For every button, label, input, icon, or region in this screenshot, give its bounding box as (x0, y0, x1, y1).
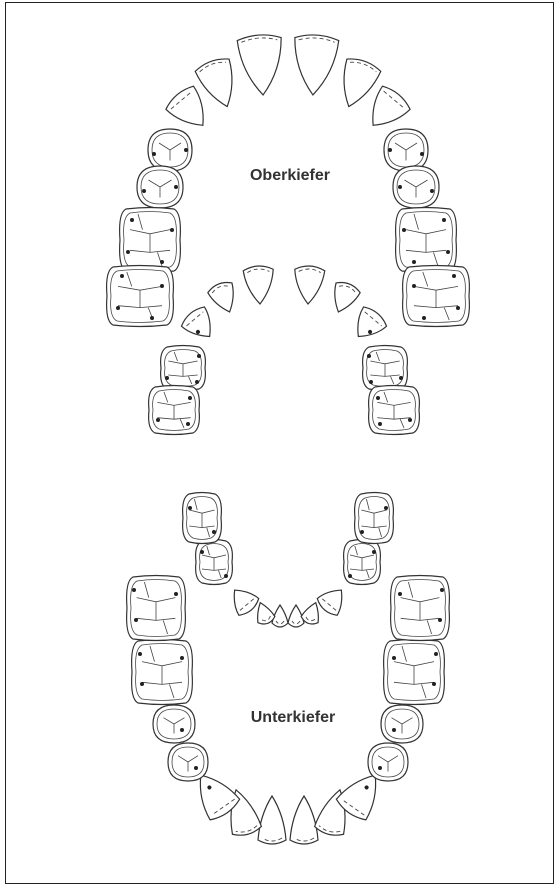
upper-jaw-label: Oberkiefer (250, 167, 330, 184)
lower-right-tooth (391, 576, 450, 641)
contact-dot (369, 380, 373, 384)
contact-dot (188, 396, 192, 400)
contact-dot (430, 189, 434, 193)
upper-right-tooth (291, 34, 339, 97)
upper-right-tooth (393, 166, 439, 208)
contact-dot (152, 152, 156, 156)
child-lower-left-tooth (196, 540, 233, 585)
contact-dot (412, 284, 416, 288)
upper-left-tooth (137, 166, 183, 208)
child-upper-left-tooth (179, 304, 221, 346)
contact-dot (434, 652, 438, 656)
contact-dot (440, 588, 444, 592)
contact-dot (197, 354, 201, 358)
child-lower-right-tooth (344, 540, 381, 585)
contact-dot (150, 316, 154, 320)
lower-left-tooth (168, 743, 208, 781)
contact-dot (456, 306, 460, 310)
contact-dot (442, 218, 446, 222)
contact-dot (452, 274, 456, 278)
child-upper-left-tooth (149, 386, 200, 435)
child-upper-left-tooth (161, 346, 206, 391)
contact-dot (134, 618, 138, 622)
contact-dot (420, 152, 424, 156)
child-upper-right-tooth (293, 265, 325, 305)
upper-left-tooth (237, 34, 285, 97)
contact-dot (174, 185, 178, 189)
lower-left-tooth (127, 576, 186, 641)
contact-dot (184, 148, 188, 152)
lower-left-tooth (132, 640, 193, 705)
contact-dot (422, 316, 426, 320)
lower-right-tooth (384, 640, 445, 705)
contact-dot (360, 530, 364, 534)
child-upper-left-tooth (243, 265, 275, 305)
contact-dot (160, 260, 164, 264)
contact-dot (140, 682, 144, 686)
contact-dot (372, 550, 376, 554)
lower-left-tooth (258, 796, 286, 844)
contact-dot (126, 250, 130, 254)
upper-right-tooth (396, 208, 457, 273)
contact-dot (398, 185, 402, 189)
contact-dot (378, 766, 382, 770)
contact-dot (116, 306, 120, 310)
child-upper-right-tooth (347, 304, 389, 346)
contact-dot (180, 656, 184, 660)
contact-dot (367, 354, 371, 358)
contact-dot (392, 728, 396, 732)
contact-dot (412, 260, 416, 264)
contact-dot (194, 766, 198, 770)
child-lower-right-tooth (315, 582, 352, 619)
lower-right-tooth (290, 796, 318, 844)
child-lower-left-tooth (183, 493, 222, 544)
child-upper-right-tooth (369, 386, 420, 435)
upper-left-tooth (120, 208, 181, 273)
upper-right-tooth (403, 266, 470, 327)
contact-dot (399, 376, 403, 380)
contact-dot (348, 574, 352, 578)
lower-right-tooth (381, 705, 423, 743)
contact-dot (142, 189, 146, 193)
contact-dot (132, 588, 136, 592)
contact-dot (130, 218, 134, 222)
contact-dot (170, 228, 174, 232)
contact-dot (398, 592, 402, 596)
contact-dot (156, 418, 160, 422)
lower-right-tooth (368, 743, 408, 781)
contact-dot (160, 284, 164, 288)
contact-dot (212, 530, 216, 534)
child-lower-left-tooth (225, 582, 262, 619)
contact-dot (446, 250, 450, 254)
contact-dot (186, 422, 190, 426)
contact-dot (384, 506, 388, 510)
contact-dot (388, 148, 392, 152)
child-upper-right-tooth (363, 346, 408, 391)
contact-dot (376, 396, 380, 400)
contact-dot (195, 380, 199, 384)
contact-dot (224, 574, 228, 578)
upper-left-tooth (148, 129, 192, 171)
child-upper-right-tooth (326, 279, 361, 317)
contact-dot (188, 506, 192, 510)
lower-jaw-label: Unterkiefer (251, 709, 335, 726)
lower-left-tooth (153, 705, 195, 743)
contact-dot (200, 550, 204, 554)
contact-dot (438, 618, 442, 622)
contact-dot (378, 422, 382, 426)
contact-dot (174, 592, 178, 596)
child-upper-left-tooth (206, 279, 241, 317)
contact-dot (408, 418, 412, 422)
upper-left-tooth (107, 266, 174, 327)
contact-dot (138, 652, 142, 656)
child-lower-right-tooth (355, 493, 394, 544)
contact-dot (432, 682, 436, 686)
contact-dot (120, 274, 124, 278)
contact-dot (180, 728, 184, 732)
contact-dot (402, 228, 406, 232)
contact-dot (165, 376, 169, 380)
upper-right-tooth (384, 129, 428, 171)
contact-dot (392, 656, 396, 660)
